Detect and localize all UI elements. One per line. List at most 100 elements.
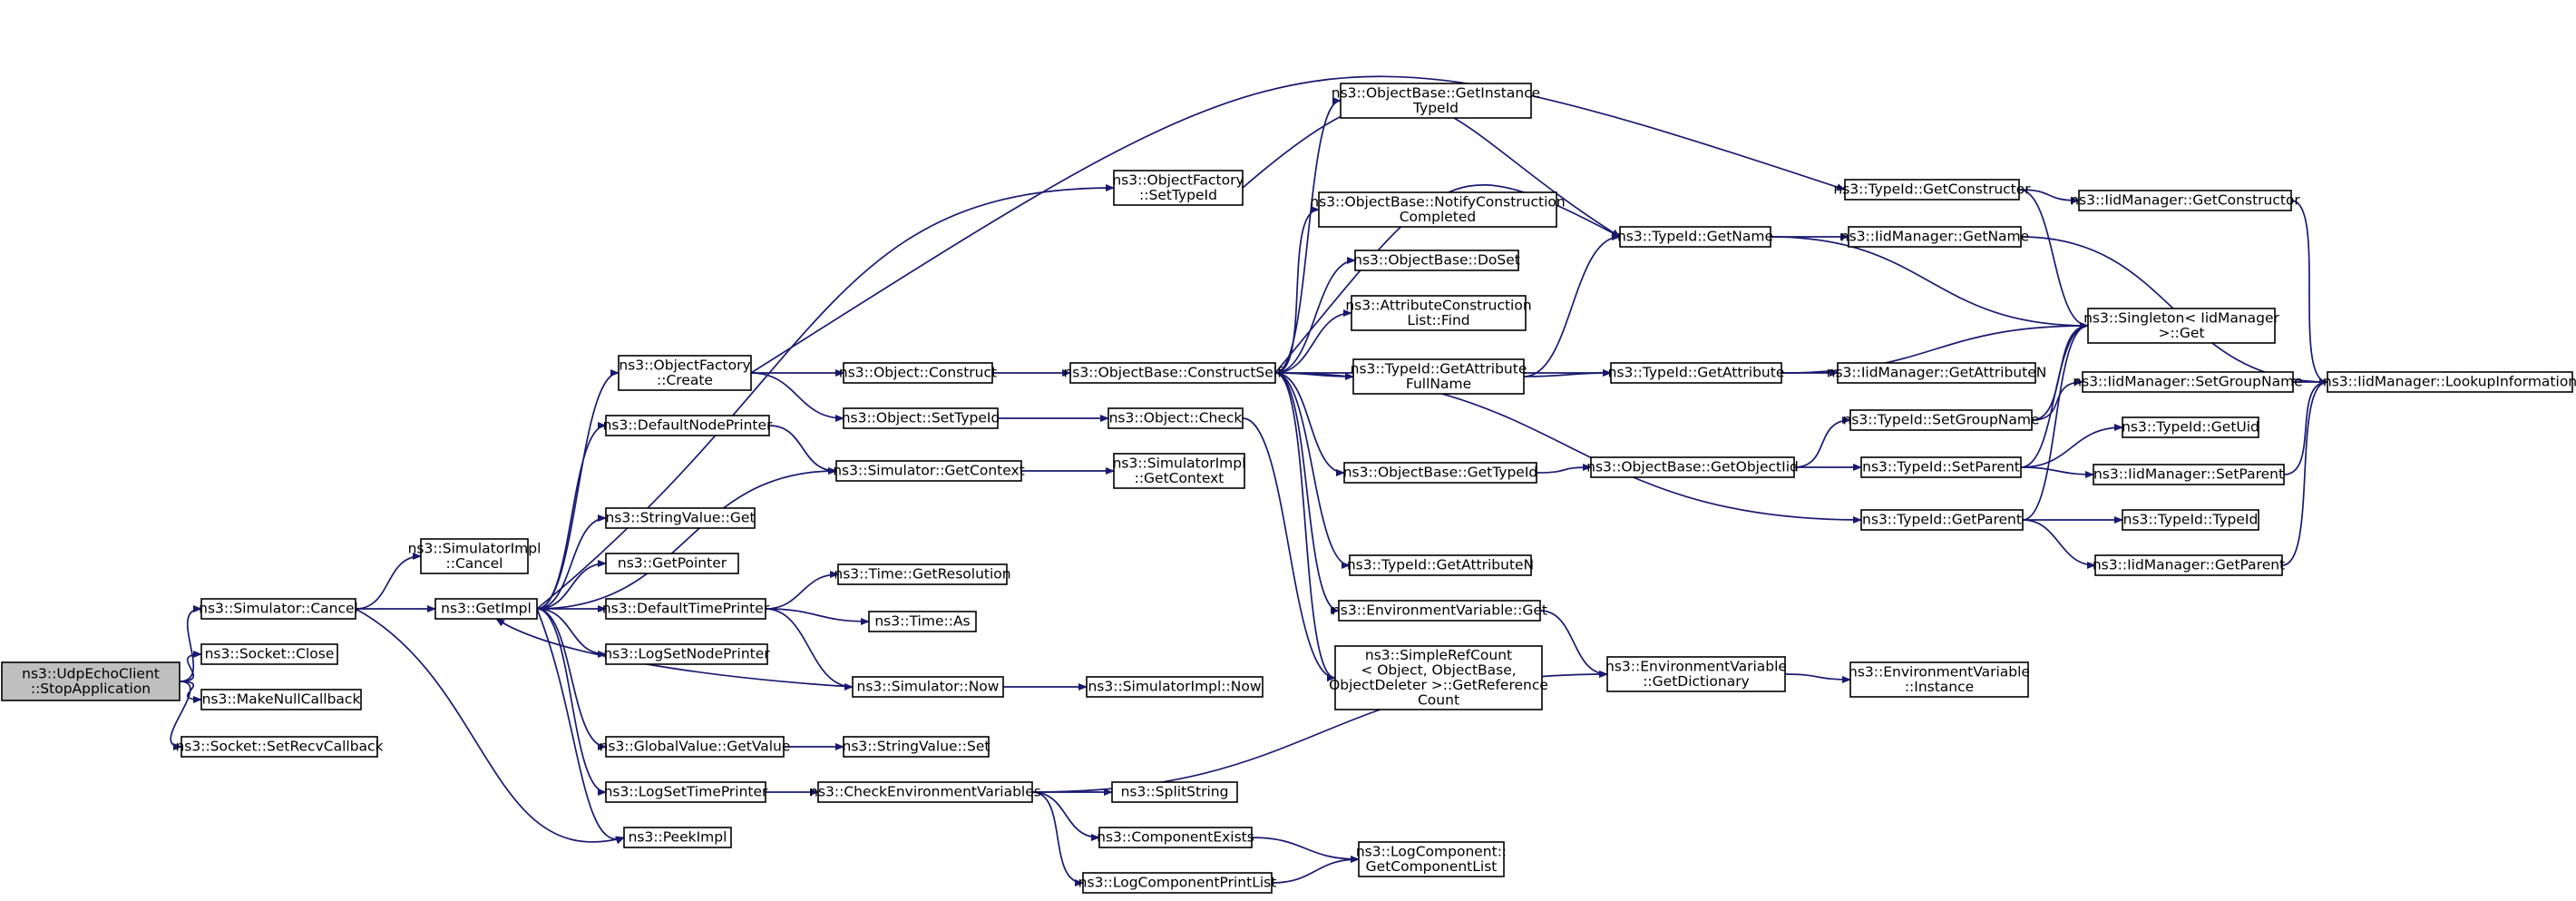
node-label: ns3::TypeId::GetParent — [1862, 512, 2022, 528]
node-logcompgetlist[interactable]: ns3::LogComponent::GetComponentList — [1356, 841, 1507, 877]
node-label: ns3::Socket::SetRecvCallback — [175, 739, 383, 755]
node-box — [1849, 661, 2029, 698]
node-tidsetparent[interactable]: ns3::TypeId::SetParent — [1860, 456, 2022, 478]
node-label: ns3::LogSetNodePrinter — [603, 646, 770, 662]
node-label: ::StopApplication — [31, 681, 151, 697]
node-box — [837, 563, 1008, 585]
node-getpointer[interactable]: ns3::GetPointer — [605, 553, 739, 574]
node-ofcreate[interactable]: ns3::ObjectFactory::Create — [618, 355, 752, 391]
edge-logcompprint-to-logcompgetlist — [1271, 856, 1360, 884]
node-label: ns3::Simulator::GetContext — [833, 463, 1025, 479]
node-splitstring[interactable]: ns3::SplitString — [1111, 781, 1238, 803]
node-setrecv[interactable]: ns3::Socket::SetRecvCallback — [175, 736, 384, 758]
node-envget[interactable]: ns3::EnvironmentVariable::Get — [1332, 600, 1547, 622]
node-compexists[interactable]: ns3::ComponentExists — [1097, 827, 1254, 848]
node-logcompprint[interactable]: ns3::LogComponentPrintList — [1078, 872, 1277, 894]
node-box — [2082, 371, 2294, 393]
node-objcheck[interactable]: ns3::Object::Check — [1107, 407, 1244, 429]
node-tidgetattrn[interactable]: ns3::TypeId::GetAttributeN — [1347, 554, 1534, 576]
node-envinstance[interactable]: ns3::EnvironmentVariable::Instance — [1849, 661, 2030, 698]
node-label: ns3::TypeId::GetAttributeN — [1347, 557, 1534, 573]
node-tidgetparent[interactable]: ns3::TypeId::GetParent — [1860, 509, 2024, 531]
node-label: ns3::IidManager::SetParent — [2093, 466, 2284, 483]
node-box — [1837, 362, 2036, 384]
node-label: ::GetDictionary — [1643, 673, 1750, 690]
node-gvgetvalue[interactable]: ns3::GlobalValue::GetValue — [600, 736, 791, 758]
node-simnow[interactable]: ns3::Simulator::Now — [852, 676, 1004, 698]
node-tidgetuid[interactable]: ns3::TypeId::GetUid — [2122, 416, 2259, 438]
node-checkenv[interactable]: ns3::CheckEnvironmentVariables — [809, 781, 1041, 803]
node-timeas[interactable]: ns3::Time::As — [868, 611, 977, 632]
edge-checkenv-to-logcompprint — [1031, 791, 1084, 886]
node-iidsetgroupname[interactable]: ns3::IidManager::SetGroupName — [2073, 371, 2303, 393]
node-tidgetattr[interactable]: ns3::TypeId::GetAttribute — [1608, 362, 1785, 384]
edge-getimpl-to-defnodeprinter — [536, 422, 607, 610]
node-box — [1086, 676, 1264, 698]
node-iidgetname[interactable]: ns3::IidManager::GetName — [1840, 226, 2029, 248]
node-tidtypeid[interactable]: ns3::TypeId::TypeId — [2122, 509, 2259, 531]
node-ofsettypeid[interactable]: ns3::ObjectFactory::SetTypeId — [1112, 170, 1244, 206]
node-root[interactable]: ns3::UdpEchoClient::StopApplication — [1, 661, 181, 701]
node-label: ns3::TypeId::GetAttribute — [1608, 365, 1785, 381]
node-iidgetattrn[interactable]: ns3::IidManager::GetAttributeN — [1827, 362, 2047, 384]
node-label: List::Find — [1407, 312, 1469, 328]
node-obgettypeid[interactable]: ns3::ObjectBase::GetTypeId — [1343, 462, 1538, 484]
node-label: ns3::LogSetTimePrinter — [604, 784, 768, 800]
node-box — [1354, 250, 1519, 271]
node-obdoset[interactable]: ns3::ObjectBase::DoSet — [1353, 250, 1520, 271]
node-label: ns3::EnvironmentVariable — [1849, 663, 2030, 680]
node-strvalget[interactable]: ns3::StringValue::Get — [605, 507, 756, 529]
node-makenull[interactable]: ns3::MakeNullCallback — [200, 689, 362, 710]
node-obgetobjectiid[interactable]: ns3::ObjectBase::GetObjectIid — [1586, 456, 1799, 478]
node-label: ObjectDeleter >::GetReference — [1329, 677, 1548, 693]
edge-tidgetparent-to-singletonget — [2022, 322, 2089, 521]
node-logsetnode[interactable]: ns3::LogSetNodePrinter — [603, 643, 770, 665]
node-timegetres[interactable]: ns3::Time::GetResolution — [834, 563, 1011, 585]
node-objconstruct[interactable]: ns3::Object::Construct — [839, 362, 997, 384]
node-obconstructself[interactable]: ns3::ObjectBase::ConstructSelf — [1063, 362, 1283, 384]
node-getimpl[interactable]: ns3::GetImpl — [434, 598, 538, 620]
node-tidsetgroupname[interactable]: ns3::TypeId::SetGroupName — [1842, 409, 2040, 431]
node-envgetdict[interactable]: ns3::EnvironmentVariable::GetDictionary — [1605, 656, 1787, 692]
node-objsettypeid[interactable]: ns3::Object::SetTypeId — [842, 407, 1000, 429]
node-iidgetparent[interactable]: ns3::IidManager::GetParent — [2093, 554, 2285, 576]
node-box — [2078, 190, 2292, 211]
edge-obconstructself-to-obdoset — [1274, 257, 1356, 374]
node-sockclose[interactable]: ns3::Socket::Close — [200, 643, 338, 665]
node-iidgetconstructor[interactable]: ns3::IidManager::GetConstructor — [2070, 190, 2300, 211]
node-simgetcontext[interactable]: ns3::Simulator::GetContext — [833, 460, 1025, 482]
node-simimplgetctx[interactable]: ns3::SimulatorImpl::GetContext — [1113, 453, 1246, 489]
node-box — [835, 460, 1022, 482]
node-tidgetname[interactable]: ns3::TypeId::GetName — [1617, 226, 1773, 248]
edge-getimpl-to-strvalget — [536, 514, 607, 610]
node-box — [843, 407, 999, 429]
node-simplerefcount[interactable]: ns3::SimpleRefCount< Object, ObjectBase,… — [1329, 645, 1548, 710]
node-simimplnow[interactable]: ns3::SimulatorImpl::Now — [1086, 676, 1264, 698]
node-tidgetconstructor[interactable]: ns3::TypeId::GetConstructor — [1833, 179, 2031, 201]
node-box — [1860, 509, 2024, 531]
edge-root-to-sockclose — [179, 651, 202, 682]
node-logsettime[interactable]: ns3::LogSetTimePrinter — [604, 781, 768, 803]
node-simimplcancel[interactable]: ns3::SimulatorImpl::Cancel — [408, 538, 542, 574]
node-label: ns3::EnvironmentVariable — [1605, 658, 1787, 674]
edge-ofcreate-to-tidgetconstructor — [750, 75, 1846, 374]
node-singletonget[interactable]: ns3::Singleton< IidManager >::Get — [2083, 308, 2280, 344]
node-strvalset[interactable]: ns3::StringValue::Set — [843, 736, 990, 758]
edge-tidsetgroupname-to-iidsetgroupname — [2031, 378, 2083, 421]
node-box — [200, 643, 338, 665]
node-iidlookup[interactable]: ns3::IidManager::LookupInformation — [2323, 371, 2576, 393]
node-label: ns3::IidManager::GetName — [1840, 229, 2029, 245]
node-defnodeprinter[interactable]: ns3::DefaultNodePrinter — [603, 415, 773, 436]
node-label: >::Get — [2158, 325, 2204, 341]
node-peekimpl[interactable]: ns3::PeekImpl — [623, 827, 732, 848]
node-label: ns3::TypeId::GetAttribute — [1351, 360, 1527, 377]
node-box — [817, 781, 1033, 803]
node-obnotify[interactable]: ns3::ObjectBase::NotifyConstructionCompl… — [1310, 191, 1566, 228]
edge-getimpl-to-peekimpl — [536, 608, 625, 845]
node-simcancel[interactable]: ns3::Simulator::Cancel — [199, 598, 358, 620]
node-iidsetparent[interactable]: ns3::IidManager::SetParent — [2093, 464, 2285, 485]
node-deftimeprinter[interactable]: ns3::DefaultTimePrinter — [602, 598, 770, 620]
